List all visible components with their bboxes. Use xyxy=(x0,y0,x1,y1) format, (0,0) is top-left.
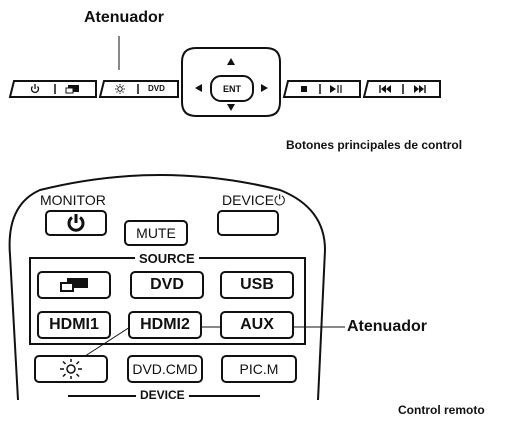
small-next-icon xyxy=(414,85,419,93)
device-power-button[interactable] xyxy=(217,210,279,236)
top-group-prev-next xyxy=(362,80,441,98)
small-stop-icon xyxy=(301,86,307,92)
source-label: SOURCE xyxy=(135,251,199,266)
top-group-stop-play xyxy=(282,80,361,98)
dvd-source-button[interactable]: DVD xyxy=(130,271,204,299)
top-ent-key-label: ENT xyxy=(223,84,241,94)
usb-source-button[interactable]: USB xyxy=(220,271,294,299)
power-icon xyxy=(67,214,85,232)
device-power-label: DEVICE⏻ xyxy=(222,192,285,209)
small-input-source-icon xyxy=(65,85,79,94)
input-source-button[interactable] xyxy=(37,271,111,299)
dimmer-icon xyxy=(60,359,82,379)
dvd-cmd-button[interactable]: DVD.CMD xyxy=(127,355,203,383)
input-source-icon xyxy=(60,278,88,292)
small-power-icon xyxy=(30,84,40,94)
top-group-power-input xyxy=(8,80,97,98)
remote-callout-label: Atenuador xyxy=(347,318,427,335)
small-play-icon xyxy=(330,85,336,93)
device-group-label: DEVICE xyxy=(136,389,189,401)
monitor-label: MONITOR xyxy=(40,192,106,208)
aux-button[interactable]: AUX xyxy=(220,311,294,339)
device-power-icon: ⏻ xyxy=(274,192,286,208)
mute-button[interactable]: MUTE xyxy=(124,220,188,246)
pic-m-button[interactable]: PIC.M xyxy=(221,355,297,383)
small-dimmer-icon xyxy=(115,84,125,94)
remote-outline xyxy=(8,174,327,401)
hdmi2-button[interactable]: HDMI2 xyxy=(128,311,202,339)
dimmer-button[interactable] xyxy=(34,355,108,383)
top-dpad xyxy=(181,47,281,117)
top-group-dimmer-dvd xyxy=(98,80,179,98)
hdmi1-button[interactable]: HDMI1 xyxy=(37,311,111,339)
top-callout-label: Atenuador xyxy=(84,9,164,26)
remote-caption: Control remoto xyxy=(398,403,485,417)
monitor-power-button[interactable] xyxy=(45,210,107,236)
top-caption: Botones principales de control xyxy=(286,138,463,152)
device-power-label-text: DEVICE xyxy=(222,192,275,208)
remote-callout-line xyxy=(81,326,131,359)
top-dvd-key-label: DVD xyxy=(148,84,165,93)
